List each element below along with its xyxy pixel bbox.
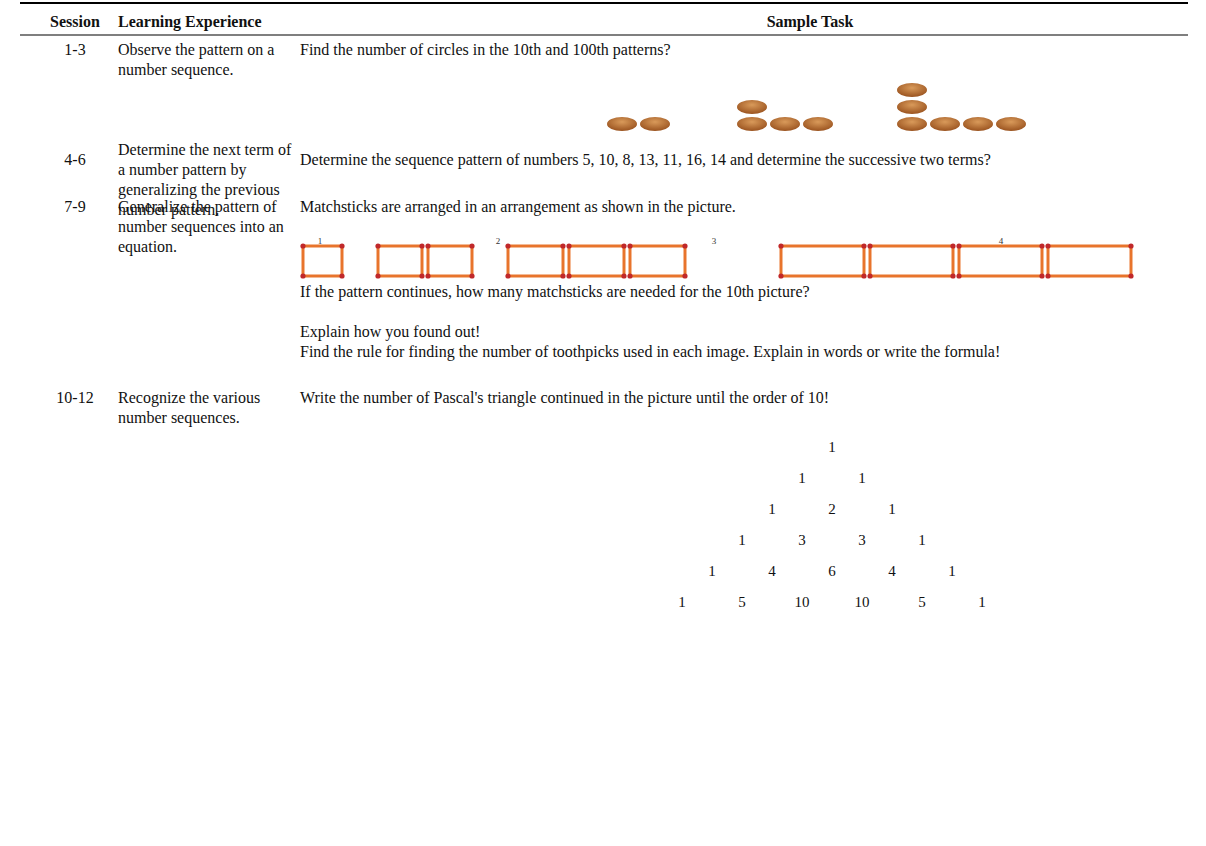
- pascal-number: 5: [738, 593, 746, 611]
- task-cell: If the pattern continues, how many match…: [300, 282, 1140, 302]
- pascal-number: 3: [798, 531, 806, 549]
- pascal-number: 1: [858, 469, 866, 487]
- column-header: Sample Task: [700, 12, 920, 32]
- task-cell: Matchsticks are arranged in an arrangeme…: [300, 197, 1140, 217]
- pascal-number: 1: [678, 593, 686, 611]
- task-cell: Find the rule for finding the number of …: [300, 342, 1140, 362]
- session-cell: 1-3: [35, 40, 115, 60]
- pascal-number: 4: [768, 562, 776, 580]
- figure-number: 4: [995, 236, 1007, 246]
- pascal-number: 10: [795, 593, 810, 611]
- task-cell: Determine the sequence pattern of number…: [300, 150, 1160, 170]
- column-header: Learning Experience: [118, 12, 298, 32]
- pascal-number: 1: [918, 531, 926, 549]
- task-cell: Find the number of circles in the 10th a…: [300, 40, 1160, 60]
- matchstick-illustration: [300, 243, 1133, 278]
- session-cell: 7-9: [35, 197, 115, 217]
- pascal-number: 4: [888, 562, 896, 580]
- pascal-number: 5: [918, 593, 926, 611]
- task-cell: Explain how you found out!: [300, 322, 1140, 342]
- pascal-number: 2: [828, 500, 836, 518]
- header-rule: [20, 34, 1188, 35]
- pascal-number: 1: [828, 438, 836, 456]
- pascal-number: 1: [888, 500, 896, 518]
- pascal-number: 3: [858, 531, 866, 549]
- column-header: Session: [35, 12, 115, 32]
- task-cell: Write the number of Pascal's triangle co…: [300, 388, 1160, 408]
- figure-number: 1: [314, 236, 326, 246]
- pascal-number: 1: [708, 562, 716, 580]
- top-rule: [20, 2, 1188, 4]
- pascal-number: 6: [828, 562, 836, 580]
- pascal-number: 1: [798, 469, 806, 487]
- pascal-number: 1: [768, 500, 776, 518]
- circle-pattern-illustration: [607, 83, 1026, 131]
- learning-cell: Observe the pattern on a number sequence…: [118, 40, 298, 80]
- figure-number: 2: [492, 236, 504, 246]
- pascal-number: 1: [948, 562, 956, 580]
- learning-cell: Generalize the pattern of number sequenc…: [118, 197, 298, 257]
- pascal-number: 1: [738, 531, 746, 549]
- session-cell: 10-12: [35, 388, 115, 408]
- learning-cell: Recognize the various number sequences.: [118, 388, 298, 428]
- figure-number: 3: [708, 236, 720, 246]
- session-cell: 4-6: [35, 150, 115, 170]
- pascal-number: 1: [978, 593, 986, 611]
- pascal-number: 10: [855, 593, 870, 611]
